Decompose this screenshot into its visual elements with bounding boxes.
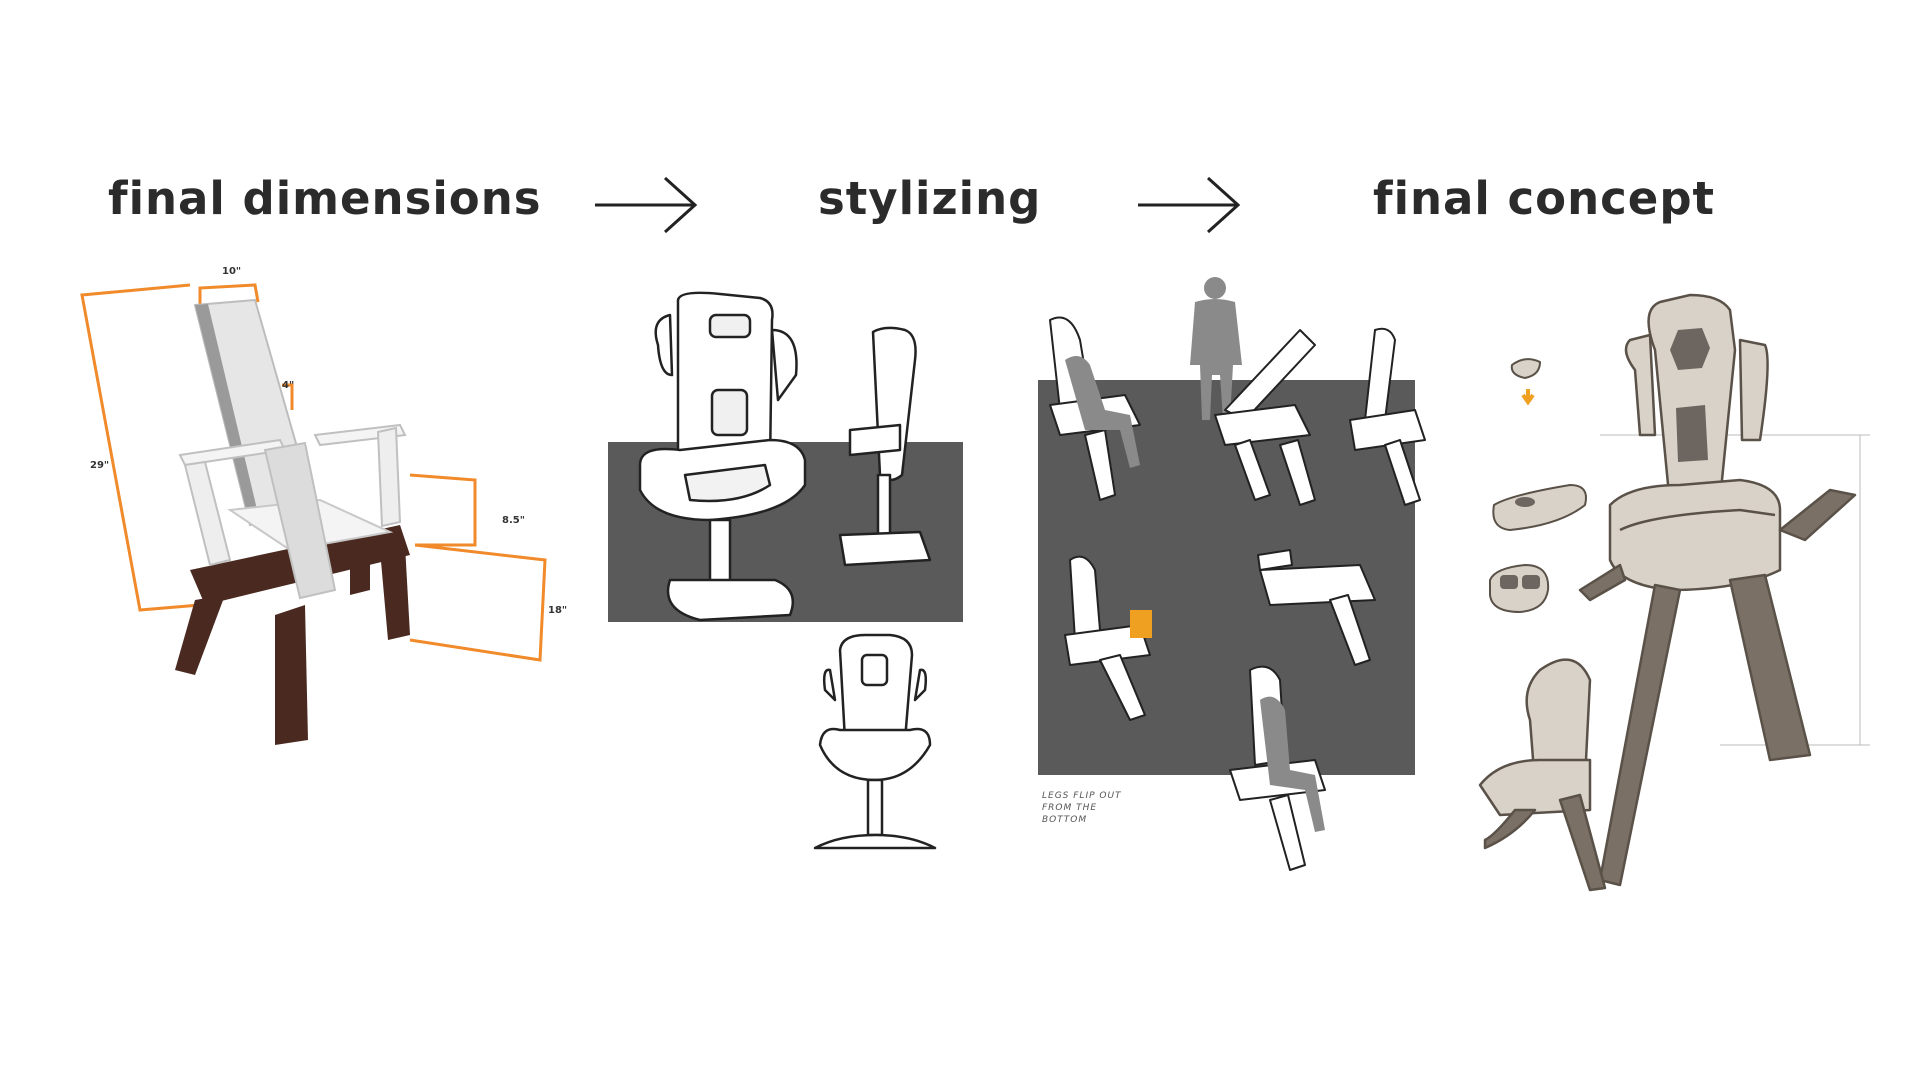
- sketch-front-chair: [813, 633, 937, 850]
- usage-sketches: [1038, 277, 1426, 871]
- concept-chair-rear: [1478, 658, 1607, 892]
- concept-chair-main: [1578, 293, 1857, 887]
- final-concept-rendering: [1478, 293, 1870, 892]
- usage-note-line2: FROM THE: [1042, 803, 1098, 813]
- dimension-width-label: 10": [222, 266, 242, 277]
- stage-title-final-dimensions: final dimensions: [108, 172, 542, 225]
- sketch-swivel-chair: [638, 291, 807, 622]
- dimension-height-label: 29": [90, 460, 110, 471]
- dimension-chair-model: [80, 283, 547, 745]
- dimension-lines: [80, 283, 547, 662]
- arrow-right-icon: [595, 176, 698, 234]
- laptop-highlight: [1130, 610, 1152, 638]
- usage-note-line3: BOTTOM: [1042, 815, 1088, 825]
- concept-detail-buttons: [1500, 497, 1540, 589]
- stage-title-stylizing: stylizing: [818, 172, 1042, 225]
- assembly-arrow-icon: [1521, 389, 1535, 406]
- usage-note-line1: LEGS FLIP OUT: [1042, 791, 1122, 801]
- usage-note: LEGS FLIP OUT FROM THE BOTTOM: [1042, 790, 1132, 826]
- stage-title-final-concept: final concept: [1373, 172, 1716, 225]
- arrow-right-icon: [1138, 176, 1241, 234]
- dimension-depth-label: 4": [282, 380, 295, 391]
- usage-chair-upright: [1349, 327, 1426, 506]
- sketch-side-chair: [838, 326, 932, 567]
- dimension-seat-label: 18": [548, 605, 568, 616]
- concept-chair-details: [1670, 328, 1710, 462]
- seated-silhouette: [1065, 356, 1325, 832]
- usage-chair-laptop: [1064, 555, 1152, 721]
- dimension-arm-label: 8.5": [502, 515, 525, 526]
- usage-chair-flat: [1214, 329, 1316, 506]
- usage-chair-lying: [1257, 549, 1376, 666]
- stylizing-sketches: [608, 291, 963, 850]
- concept-detail-parts: [1489, 358, 1587, 613]
- person-silhouette: [1190, 277, 1242, 420]
